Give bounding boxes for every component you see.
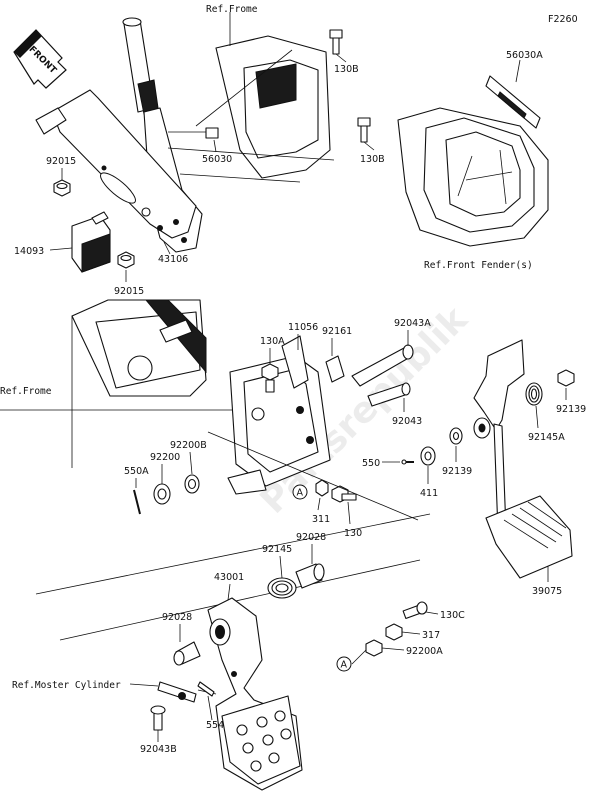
subassembly-divider-lower [59,559,421,641]
label-92161: 92161 [322,326,352,337]
label-92200A: 92200A [406,646,443,657]
label-550A: 550A [124,466,149,477]
label-56030: 56030 [202,154,232,165]
pedal-bracket-11056 [227,335,331,495]
label-92028-lower: 92028 [162,612,192,623]
nut-317 [385,623,403,641]
label-92200B: 92200B [170,440,207,451]
pin-92043A [351,344,414,387]
label-130A: 130A [260,336,285,347]
label-130B-lower: 130B [360,154,385,165]
label-130: 130 [344,528,362,539]
label-92043B: 92043B [140,744,177,755]
washer-92139-center [449,427,463,445]
label-92139-center: 92139 [442,466,472,477]
label-43106: 43106 [158,254,188,265]
label-554: 554 [206,720,224,731]
label-92200: 92200 [150,452,180,463]
label-92015-lower: 92015 [114,286,144,297]
bushing-92028-upper [295,563,325,589]
pin-92043B [150,705,166,731]
part-14093-cover [71,211,111,273]
label-411: 411 [420,488,438,499]
label-92028-upper: 92028 [296,532,326,543]
frame-bracket-top [167,35,335,183]
ref-frame-top: Ref.Frome [206,4,258,15]
bolt-130B-upper [329,29,343,55]
callout-marker-a-upper: A [292,484,308,500]
nut-92200A [365,639,383,657]
subassembly-divider-upper [35,513,431,595]
label-311: 311 [312,514,330,525]
label-550: 550 [362,458,380,469]
nut-311 [315,479,329,497]
spring-92145A [525,382,543,406]
label-130C: 130C [440,610,465,621]
label-39075: 39075 [532,586,562,597]
nut-92015-upper [53,179,71,197]
nut-92015-lower [117,251,135,269]
ref-master-cylinder: Ref.Moster Cylinder [12,680,121,691]
label-92139-right: 92139 [556,404,586,415]
ref-frame-left: Ref.Frome [0,386,52,397]
spring-92145 [267,577,297,599]
label-92145A: 92145A [528,432,565,443]
front-arrow-badge: FRONT [13,29,67,89]
label-92145: 92145 [262,544,292,555]
bolt-130B-lower [357,117,371,143]
label-14093: 14093 [14,246,44,257]
cotter-pin-554 [197,681,215,697]
clip-92161 [325,355,345,383]
frame-left-ref [0,299,280,468]
label-11056: 11056 [288,322,318,333]
subassembly-divider-right [207,431,419,521]
callout-marker-a-upper-label: A [297,488,304,499]
callout-marker-a-lower: A [336,656,352,672]
washer-92139-right [557,369,575,387]
label-317: 317 [422,630,440,641]
label-92043A: 92043A [394,318,431,329]
callout-marker-a-lower-label: A [341,660,348,671]
ref-front-fender: Ref.Front Fender(s) [424,260,533,271]
cotter-pin-550A [133,489,141,515]
label-43001: 43001 [214,572,244,583]
label-92015-upper: 92015 [46,156,76,167]
cotter-pin-550 [401,459,414,465]
accelerator-pedal-39075 [473,339,573,579]
pin-92043 [367,382,411,407]
bushing-92200B [184,474,200,494]
parking-brake-lever-assembly [35,17,219,253]
front-fender-ref [397,107,549,247]
brake-pedal-43001 [207,597,303,791]
label-130B-upper: 130B [334,64,359,75]
label-56030A: 56030A [506,50,543,61]
figure-code: F2260 [548,14,578,25]
washer-92200 [153,483,171,505]
bushing-92028-lower [173,641,201,666]
bolt-130 [331,485,357,503]
leader-lines [49,12,567,742]
bolt-130C [402,601,428,620]
washer-411 [420,446,436,466]
label-92043: 92043 [392,416,422,427]
part-56030A-strip [485,75,541,129]
